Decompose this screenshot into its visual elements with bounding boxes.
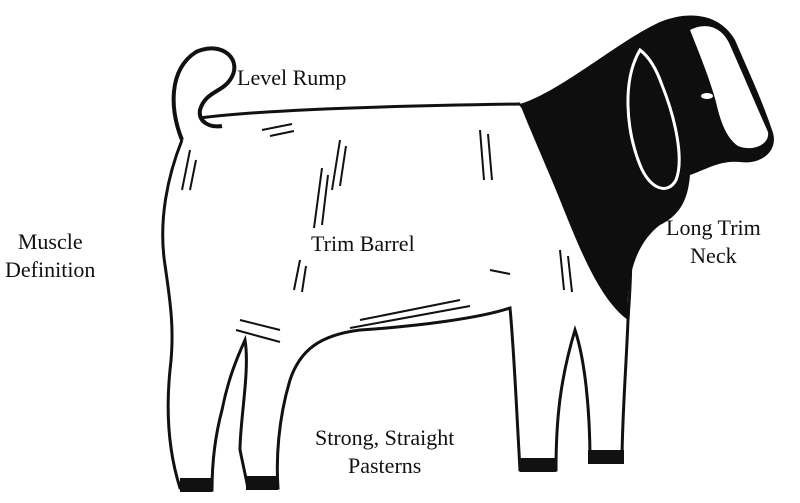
- label-long-trim-neck: Long Trim Neck: [666, 214, 761, 270]
- hoof: [180, 478, 212, 492]
- hoof: [520, 458, 556, 472]
- goat-eye: [701, 93, 713, 99]
- label-pasterns-line-2: Pasterns: [315, 452, 454, 480]
- label-muscle-line-1: Muscle: [5, 228, 95, 256]
- label-level-rump: Level Rump: [237, 64, 346, 92]
- label-muscle-line-2: Definition: [5, 256, 95, 284]
- hoof: [246, 476, 278, 490]
- label-trim-barrel: Trim Barrel: [311, 230, 415, 258]
- label-trim-barrel-text: Trim Barrel: [311, 230, 415, 258]
- label-strong-straight-pasterns: Strong, Straight Pasterns: [315, 424, 454, 480]
- label-neck-line-1: Long Trim: [666, 214, 761, 242]
- label-level-rump-text: Level Rump: [237, 64, 346, 92]
- label-pasterns-line-1: Strong, Straight: [315, 424, 454, 452]
- label-neck-line-2: Neck: [666, 242, 761, 270]
- goat-back: [200, 104, 520, 118]
- label-muscle-definition: Muscle Definition: [5, 228, 95, 284]
- hoof: [588, 450, 624, 464]
- goat-tail: [174, 48, 235, 140]
